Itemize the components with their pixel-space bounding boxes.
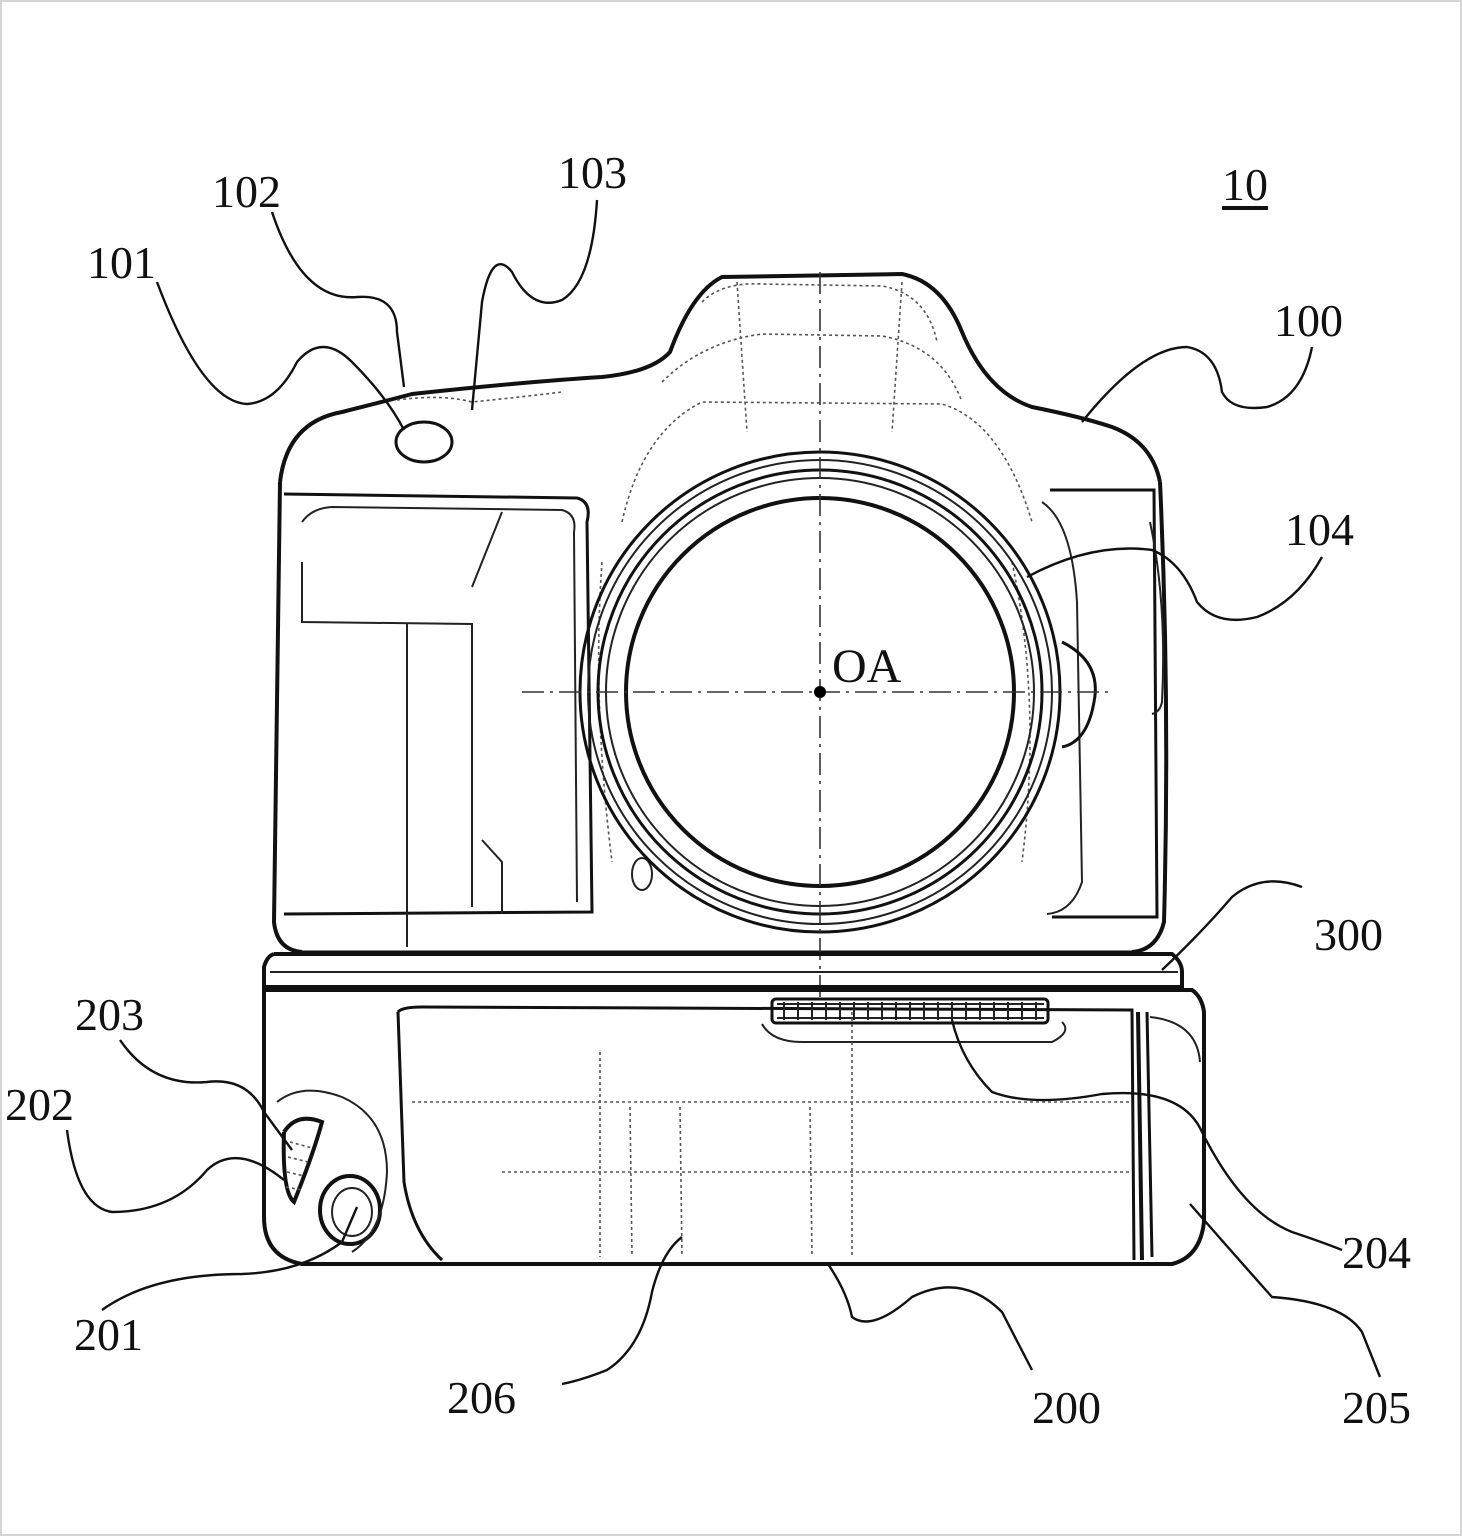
label-102: 102 (212, 166, 281, 217)
label-204: 204 (1342, 1227, 1411, 1278)
optical-axis-label: OA (832, 640, 902, 693)
label-206: 206 (447, 1372, 516, 1423)
label-104: 104 (1285, 504, 1354, 555)
camera-body (271, 271, 1169, 954)
contact-pins (777, 1002, 1044, 1020)
adapter-plate (262, 952, 1184, 989)
label-100: 100 (1274, 295, 1343, 346)
label-201: 201 (74, 1309, 143, 1360)
label-202: 202 (5, 1079, 74, 1130)
optical-axis (522, 272, 1112, 1002)
label-300: 300 (1314, 909, 1383, 960)
battery-grip (262, 988, 1206, 1266)
label-103: 103 (558, 147, 627, 198)
label-203: 203 (75, 989, 144, 1040)
figure-number: 10 (1222, 159, 1268, 210)
label-101: 101 (87, 237, 156, 288)
label-200: 200 (1032, 1382, 1101, 1433)
label-205: 205 (1342, 1382, 1411, 1433)
leader-lines (65, 199, 1382, 1386)
